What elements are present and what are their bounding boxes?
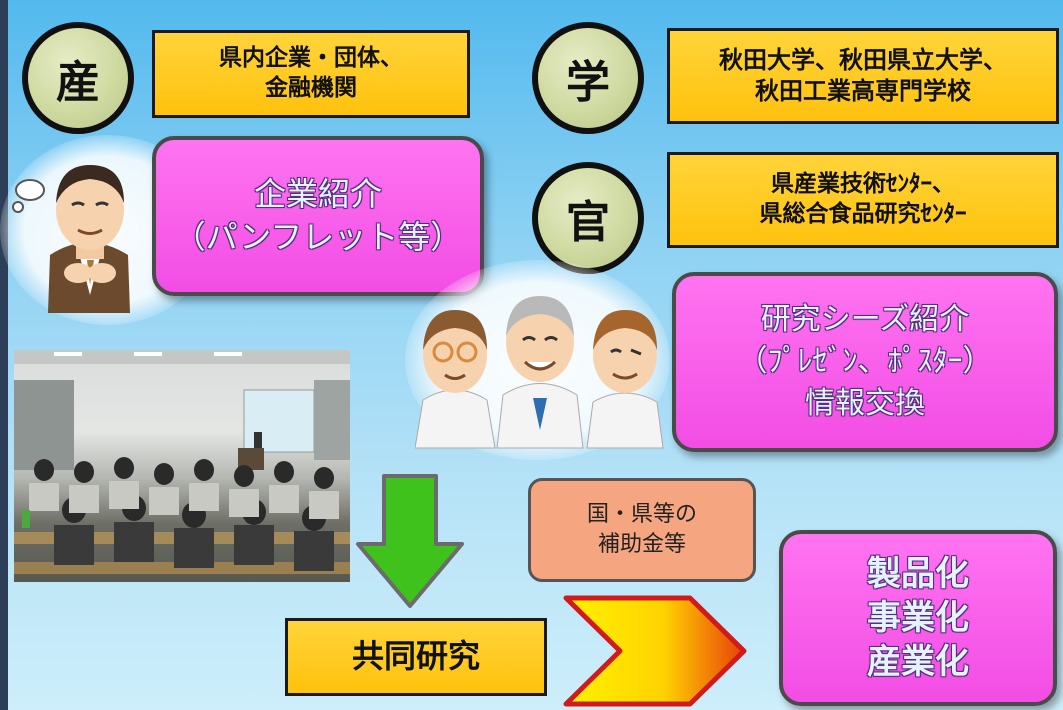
- company-intro-box: 企業紹介 （パンフレット等）: [152, 136, 484, 296]
- government-circle: 官: [532, 162, 644, 274]
- joint-research-box: 共同研究: [285, 618, 547, 696]
- outcome-line-3: 産業化: [867, 642, 969, 683]
- subsidy-line-1: 国・県等の: [586, 502, 697, 528]
- industry-org-line-1: 県内企業・団体、: [219, 45, 403, 72]
- outcome-line-1: 製品化: [867, 553, 969, 594]
- research-intro-box: 研究シーズ紹介 （ﾌﾟﾚｾﾞﾝ、ﾎﾟｽﾀｰ） 情報交換: [672, 272, 1058, 452]
- research-intro-line-1: 研究シーズ紹介: [760, 302, 970, 337]
- government-org-line-1: 県産業技術ｾﾝﾀｰ、: [771, 171, 955, 198]
- research-intro-line-2: （ﾌﾟﾚｾﾞﾝ、ﾎﾟｽﾀｰ）: [737, 344, 993, 379]
- industry-org-box: 県内企業・団体、 金融機関: [152, 30, 470, 118]
- subsidy-box: 国・県等の 補助金等: [528, 478, 756, 582]
- academia-symbol: 学: [566, 57, 610, 108]
- government-org-box: 県産業技術ｾﾝﾀｰ、 県総合食品研究ｾﾝﾀｰ: [667, 152, 1059, 248]
- government-symbol: 官: [566, 197, 610, 248]
- academia-org-line-1: 秋田大学、秋田県立大学、: [719, 45, 1007, 74]
- academia-circle: 学: [532, 22, 644, 134]
- academia-org-line-2: 秋田工業高専門学校: [755, 77, 971, 105]
- research-intro-line-3: 情報交換: [805, 386, 925, 421]
- company-intro-line-1: 企業紹介: [253, 174, 382, 213]
- outcome-line-2: 事業化: [867, 597, 969, 638]
- seminar-photo: [14, 350, 350, 582]
- subsidy-line-2: 補助金等: [597, 532, 686, 557]
- joint-research-label: 共同研究: [351, 637, 480, 676]
- left-frame-border: [0, 0, 8, 710]
- outcomes-box: 製品化 事業化 産業化: [779, 530, 1057, 706]
- industry-org-line-2: 金融機関: [265, 75, 357, 101]
- academia-org-box: 秋田大学、秋田県立大学、 秋田工業高専門学校: [667, 28, 1059, 124]
- company-intro-line-2: （パンフレット等）: [173, 218, 463, 256]
- businessman-illustration: [12, 165, 130, 313]
- researchers-illustration: [415, 296, 664, 449]
- industry-symbol: 産: [56, 57, 100, 108]
- industry-circle: 産: [22, 22, 134, 134]
- chevron-arrow: [563, 595, 747, 707]
- government-org-line-2: 県総合食品研究ｾﾝﾀｰ: [759, 201, 967, 227]
- down-arrow: [356, 474, 464, 608]
